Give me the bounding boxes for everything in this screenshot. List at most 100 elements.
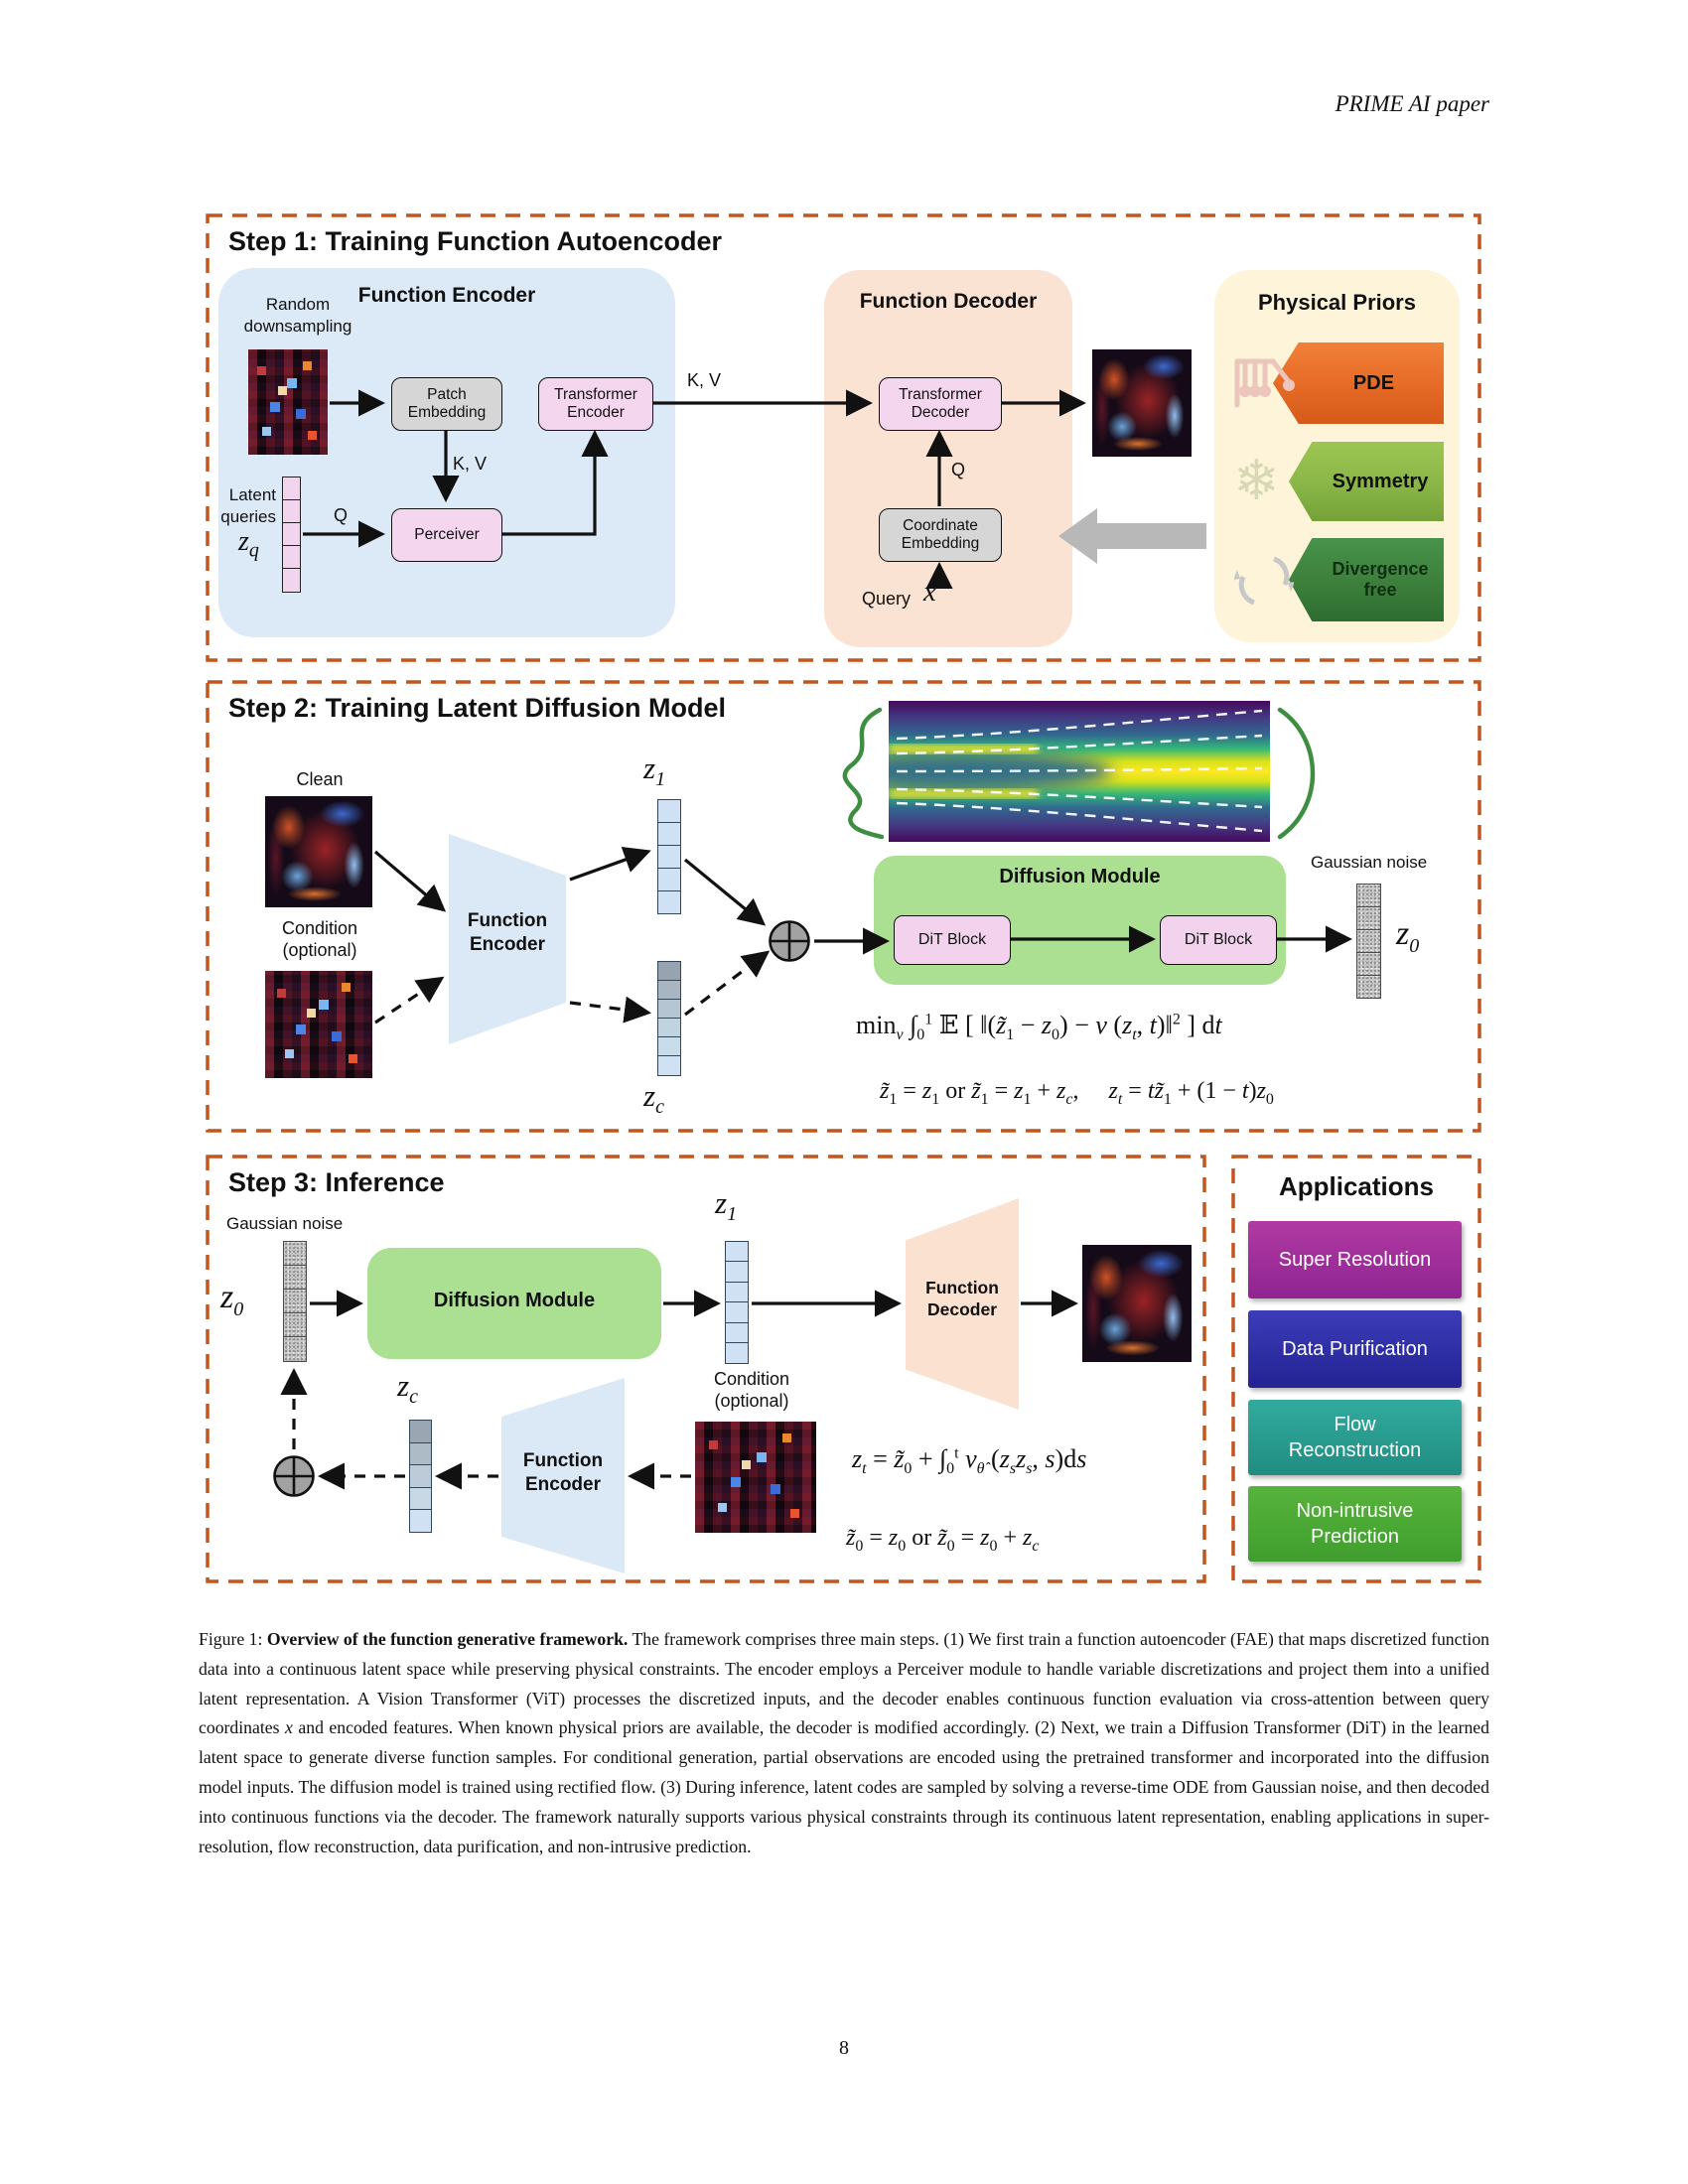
q-inner-label: Q — [334, 505, 349, 525]
applications-dashed-border — [1231, 1155, 1481, 1583]
reconstructed-output-image — [1092, 349, 1192, 457]
plus-circle-icon-step3 — [273, 1455, 315, 1497]
condition-label-step3: Condition(optional) — [713, 1369, 790, 1411]
application-super-resolution-label: Super Resolution — [1278, 1249, 1432, 1271]
function-decoder-title: Function Decoder — [859, 290, 1038, 313]
z0-noise-stack-step3 — [283, 1241, 307, 1362]
dit-block-1: DiT Block — [894, 915, 1011, 965]
step1-dashed-border — [206, 213, 1481, 662]
dit-block-2: DiT Block — [1160, 915, 1277, 965]
diffusion-module-label-step2: Diffusion Module — [999, 866, 1161, 887]
application-super-resolution: Super Resolution — [1248, 1221, 1462, 1298]
zc-stack-step2 — [657, 961, 681, 1076]
clean-label: Clean — [296, 769, 344, 789]
function-decoder-trapezoid-step3 — [906, 1198, 1019, 1410]
rectified-flow-objective-equation: minv ∫01 𝔼 [ ‖(z̃1 − z0) − v (zt, t)‖2 ]… — [856, 1011, 1222, 1044]
z1-label-step2: z1 — [643, 751, 666, 791]
zc-label-step3: zc — [397, 1368, 418, 1409]
step2-panel — [206, 680, 1481, 1133]
zc-stack-step3 — [409, 1420, 432, 1533]
kv-inner-label: K, V — [453, 454, 488, 474]
step3-title: Step 3: Inference — [228, 1167, 445, 1197]
flow-matching-density-figure — [889, 701, 1270, 842]
pde-tag: PDE — [1273, 342, 1444, 424]
symmetry-tag: Symmetry — [1289, 442, 1444, 521]
z0-noise-stack-step2 — [1356, 884, 1381, 1000]
perceiver-box: Perceiver — [391, 508, 502, 562]
pde-label: PDE — [1352, 371, 1395, 394]
downsampled-input-image — [248, 349, 328, 455]
page-number: 8 — [839, 2037, 849, 2059]
inference-ode-equation: zt = z̃0 + ∫0t vθ̂ (zszs, s)ds — [852, 1444, 1087, 1478]
application-data-purification: Data Purification — [1248, 1310, 1462, 1388]
step3-panel — [206, 1155, 1206, 1583]
gaussian-noise-label-step3: Gaussian noise — [226, 1214, 344, 1233]
dit-block-1-label: DiT Block — [917, 931, 987, 948]
z1-label-step3: z1 — [715, 1185, 738, 1226]
q-outer-label: Q — [951, 460, 966, 479]
query-x-symbol: x — [923, 576, 936, 608]
function-encoder-trapezoid-step2 — [449, 834, 566, 1044]
inference-init-equation: z̃0 = z0 or z̃0 = z0 + zc — [846, 1525, 1040, 1555]
plus-circle-icon-step2 — [769, 920, 810, 962]
z0-label-step3: z0 — [220, 1279, 244, 1320]
source-density-curve — [842, 707, 884, 840]
condition-input-image-step3 — [695, 1422, 816, 1533]
condition-label-step2: Condition(optional) — [281, 918, 358, 960]
dit-block-2-label: DiT Block — [1184, 931, 1253, 948]
rectified-flow-definitions-equation: z̃1 = z1 or z̃1 = z1 + zc, zt = tz̃1 + (… — [880, 1078, 1274, 1108]
figure-caption: Figure 1: Overview of the function gener… — [199, 1629, 1490, 1856]
physical-priors-title: Physical Priors — [1258, 290, 1416, 315]
generated-output-image-step3 — [1082, 1245, 1192, 1362]
cycle-arrows-icon — [1234, 556, 1294, 606]
gaussian-noise-label-step2: Gaussian noise — [1311, 853, 1428, 872]
clean-input-image — [265, 796, 372, 907]
step2-dashed-border — [206, 680, 1481, 1133]
kv-outer-label: K, V — [687, 370, 722, 390]
condition-input-image-step2 — [265, 971, 372, 1078]
step3-dashed-border — [206, 1155, 1206, 1583]
step1-panel — [206, 213, 1481, 662]
target-density-curve — [1277, 707, 1316, 840]
zq-label: zq — [238, 526, 259, 562]
function-encoder-trapezoid-step3 — [501, 1378, 625, 1573]
newton-cradle-icon — [1234, 358, 1295, 408]
function-encoder-title: Function Encoder — [357, 284, 536, 307]
application-data-purification-label: Data Purification — [1282, 1338, 1428, 1360]
diffusion-module-box-step3 — [367, 1248, 661, 1359]
diffusion-module-label-step3: Diffusion Module — [433, 1290, 596, 1311]
latent-queries-stack — [282, 477, 301, 593]
query-label: Query — [862, 589, 912, 609]
perceiver-label: Perceiver — [414, 526, 480, 543]
z0-label-step2: z0 — [1396, 915, 1420, 957]
step2-title: Step 2: Training Latent Diffusion Model — [228, 693, 727, 723]
z1-stack-step2 — [657, 799, 681, 915]
step1-title: Step 1: Training Function Autoencoder — [228, 226, 723, 256]
applications-panel — [1231, 1155, 1481, 1583]
applications-title: Applications — [1278, 1171, 1434, 1201]
snowflake-icon: ❄ — [1233, 449, 1280, 513]
symmetry-label: Symmetry — [1332, 470, 1429, 492]
z1-stack-step3 — [725, 1241, 749, 1365]
zc-label-step2: zc — [643, 1078, 664, 1119]
page-header: PRIME AI paper — [1335, 91, 1489, 116]
